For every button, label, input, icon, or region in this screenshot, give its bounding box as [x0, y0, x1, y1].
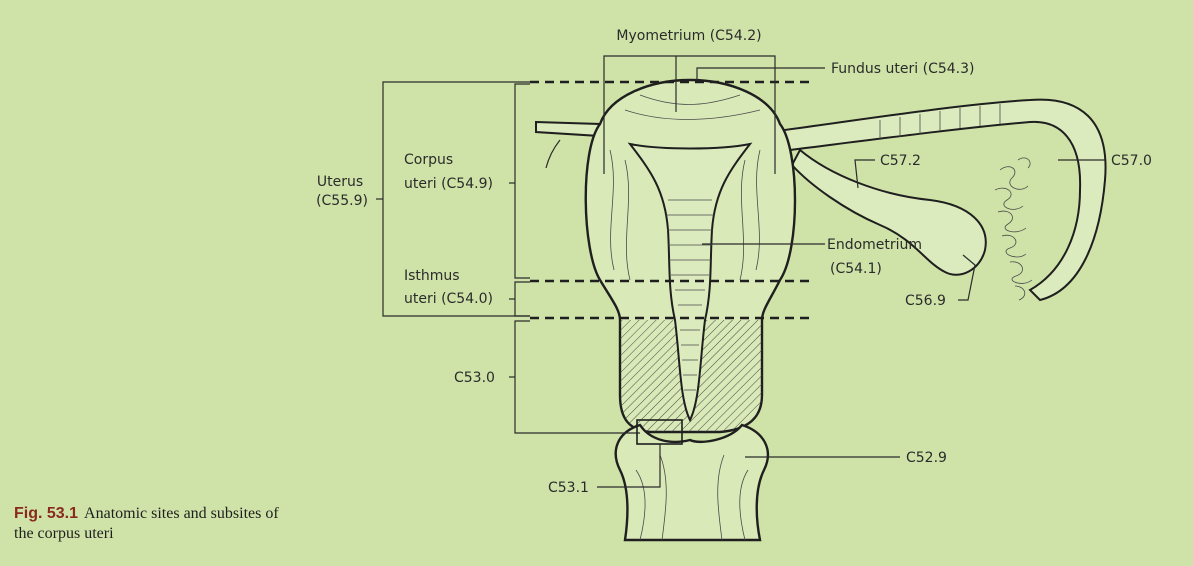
fundus-label: Fundus uteri (C54.3) [831, 61, 974, 77]
c57-0-marker: C57.0 [1058, 153, 1152, 169]
c57-2-marker: C57.2 [854, 153, 921, 189]
c57-0-label: C57.0 [1111, 153, 1152, 169]
myometrium-bracket: Myometrium (C54.2) [603, 28, 776, 174]
figure-number: Fig. 53.1 [14, 505, 79, 522]
corpus-label-line1: Corpus [404, 152, 453, 168]
fundus-bracket: Fundus uteri (C54.3) [696, 61, 974, 80]
c56-9-label: C56.9 [905, 293, 946, 309]
c52-9-label: C52.9 [906, 450, 947, 466]
uterus-body [584, 78, 797, 434]
c56-9-marker: C56.9 [905, 254, 976, 309]
c53-0-label: C53.0 [454, 370, 495, 386]
c53-1-marker: C53.1 [548, 419, 683, 496]
c53-0-bracket: C53.0 [454, 320, 640, 434]
c53-1-label: C53.1 [548, 480, 589, 496]
fallopian-tube [767, 98, 1107, 302]
corpus-label-line2: uteri (C54.9) [404, 176, 493, 192]
uterus-label-line1: Uterus [317, 174, 363, 190]
corpus-bracket: Corpus uteri (C54.9) [404, 83, 530, 279]
uterus-label-line2: (C55.9) [316, 193, 368, 209]
endometrium-marker: Endometrium (C54.1) [702, 237, 922, 277]
endometrium-label-line2: (C54.1) [830, 261, 882, 277]
c52-9-marker: C52.9 [745, 450, 947, 466]
ovary [790, 148, 987, 276]
uterus-bracket: Uterus (C55.9) [316, 81, 530, 317]
isthmus-bracket: Isthmus uteri (C54.0) [404, 268, 530, 317]
isthmus-label-line2: uteri (C54.0) [404, 291, 493, 307]
c57-2-label: C57.2 [880, 153, 921, 169]
endometrium-label-line1: Endometrium [827, 237, 922, 253]
vagina [614, 423, 769, 542]
myometrium-label: Myometrium (C54.2) [616, 28, 761, 44]
figure-caption-text: Anatomic sites and subsites of the corpu… [14, 505, 279, 542]
isthmus-label-line1: Isthmus [404, 268, 460, 284]
